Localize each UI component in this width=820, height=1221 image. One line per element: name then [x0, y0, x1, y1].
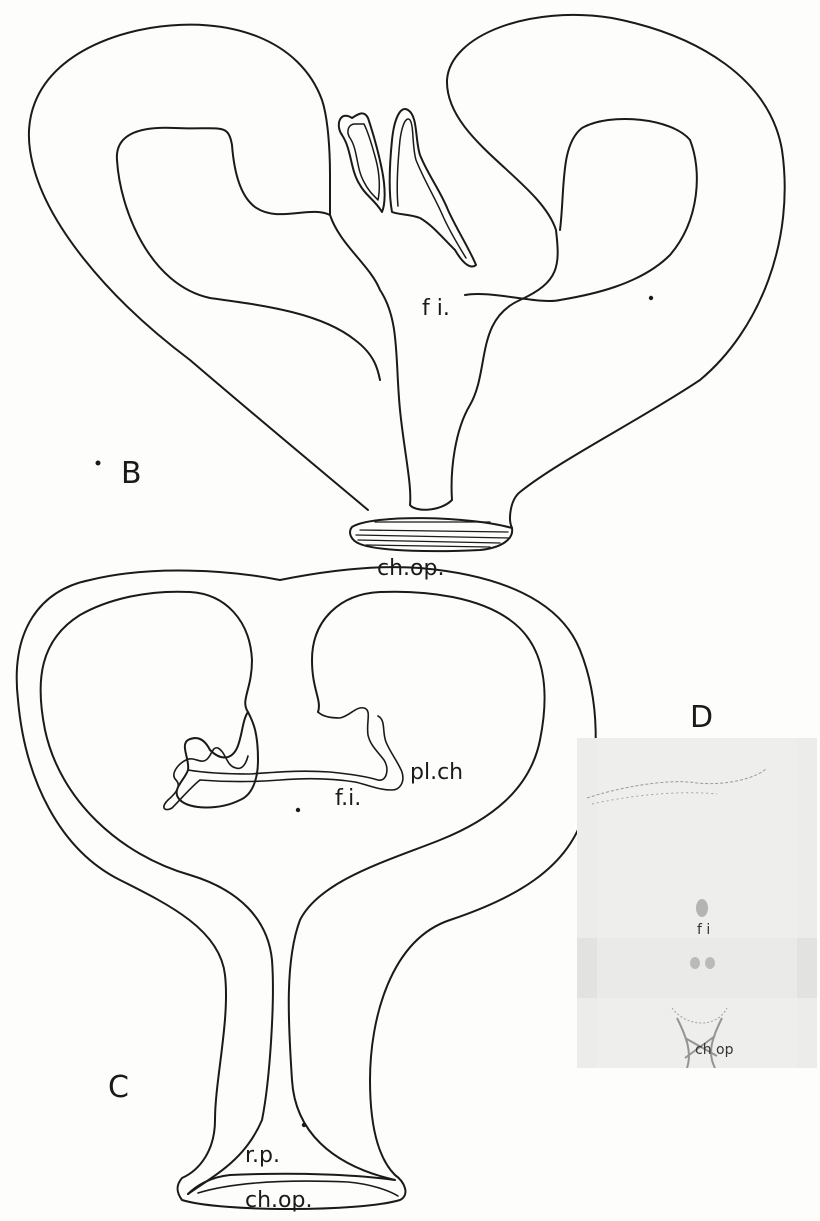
- figure-c-chiasma-label: ch.op.: [245, 1188, 312, 1213]
- figure-b-fornix-label: f i.: [422, 296, 450, 321]
- figure-b-letter: B: [121, 456, 142, 491]
- figure-b-chiasma: [350, 518, 512, 551]
- figure-c-plexus: [188, 708, 387, 780]
- figure-d-letter: D: [690, 700, 713, 735]
- figure-b-right-ventricle: [465, 119, 697, 301]
- figure-d-photo: [577, 738, 817, 1068]
- figure-b-section: [29, 15, 785, 551]
- figure-d-fornix-label: f i: [697, 922, 710, 938]
- figure-c-fornix-label: f.i.: [335, 786, 361, 811]
- figure-b-choroid-left-inner: [348, 124, 379, 200]
- figure-b-outer-outline: [29, 15, 785, 528]
- figure-c-inner-outline: [41, 592, 273, 1194]
- figure-b-chiasma-label: ch.op.: [377, 556, 444, 581]
- figure-b-choroid-right: [390, 109, 476, 266]
- figure-b-left-ventricle: [117, 128, 380, 380]
- figure-b-choroid-right-inner: [397, 119, 466, 258]
- figure-c-recess-label: r.p.: [245, 1143, 280, 1168]
- figure-c-section: [17, 567, 596, 1209]
- figure-d-chiasma-label: ch op: [695, 1042, 733, 1058]
- figure-c-inner-right: [188, 592, 545, 1194]
- figure-c-letter: C: [108, 1070, 129, 1105]
- figure-c-plexus-label: pl.ch: [410, 760, 463, 785]
- figure-c-outer-outline: [17, 567, 596, 1209]
- figure-c-plexus-left-lobe: [164, 748, 248, 810]
